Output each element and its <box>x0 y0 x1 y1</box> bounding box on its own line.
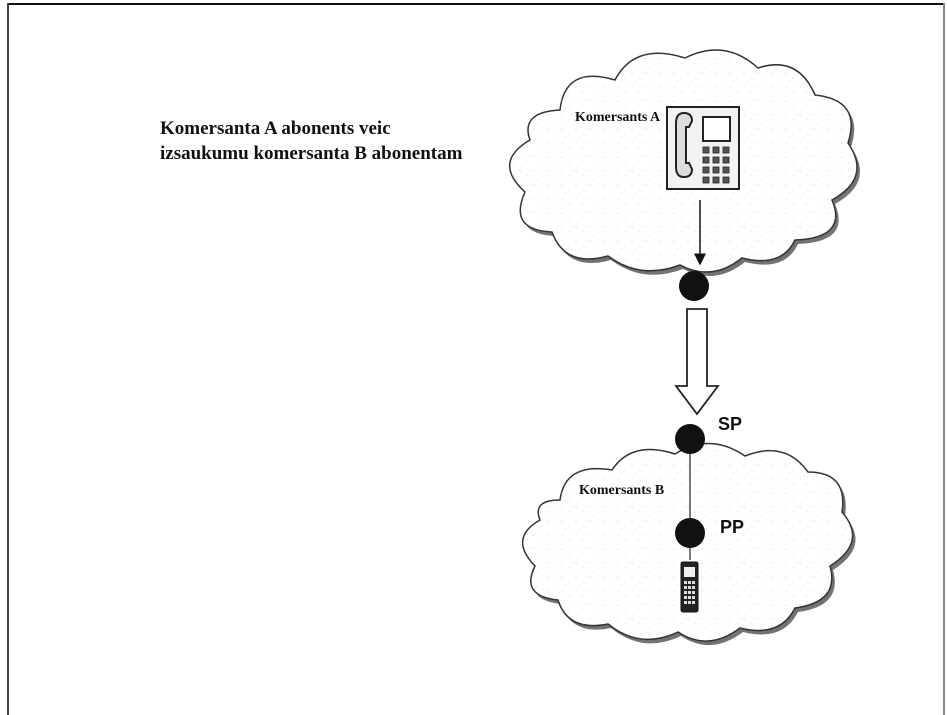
mobile-phone-icon <box>680 561 699 613</box>
desk-phone-icon <box>666 106 740 190</box>
caption-line-2: izsaukumu komersanta B abonentam <box>160 143 463 164</box>
sp-node <box>675 424 705 454</box>
node-a-exit <box>679 271 709 301</box>
pp-node <box>675 518 705 548</box>
diagram-caption: Komersanta A abonents veic izsaukumu kom… <box>160 116 462 166</box>
cloud-b-label: Komersants B <box>579 483 664 498</box>
cloud-a-label: Komersants A <box>575 110 661 125</box>
caption-line-1: Komersanta A abonents veic <box>160 118 391 139</box>
frame-left-border <box>7 3 9 715</box>
pp-label: PP <box>720 517 744 537</box>
sp-label: SP <box>718 414 742 434</box>
interconnect-arrow <box>674 308 720 416</box>
frame-top-border <box>8 3 944 5</box>
frame-right-border <box>943 3 945 715</box>
